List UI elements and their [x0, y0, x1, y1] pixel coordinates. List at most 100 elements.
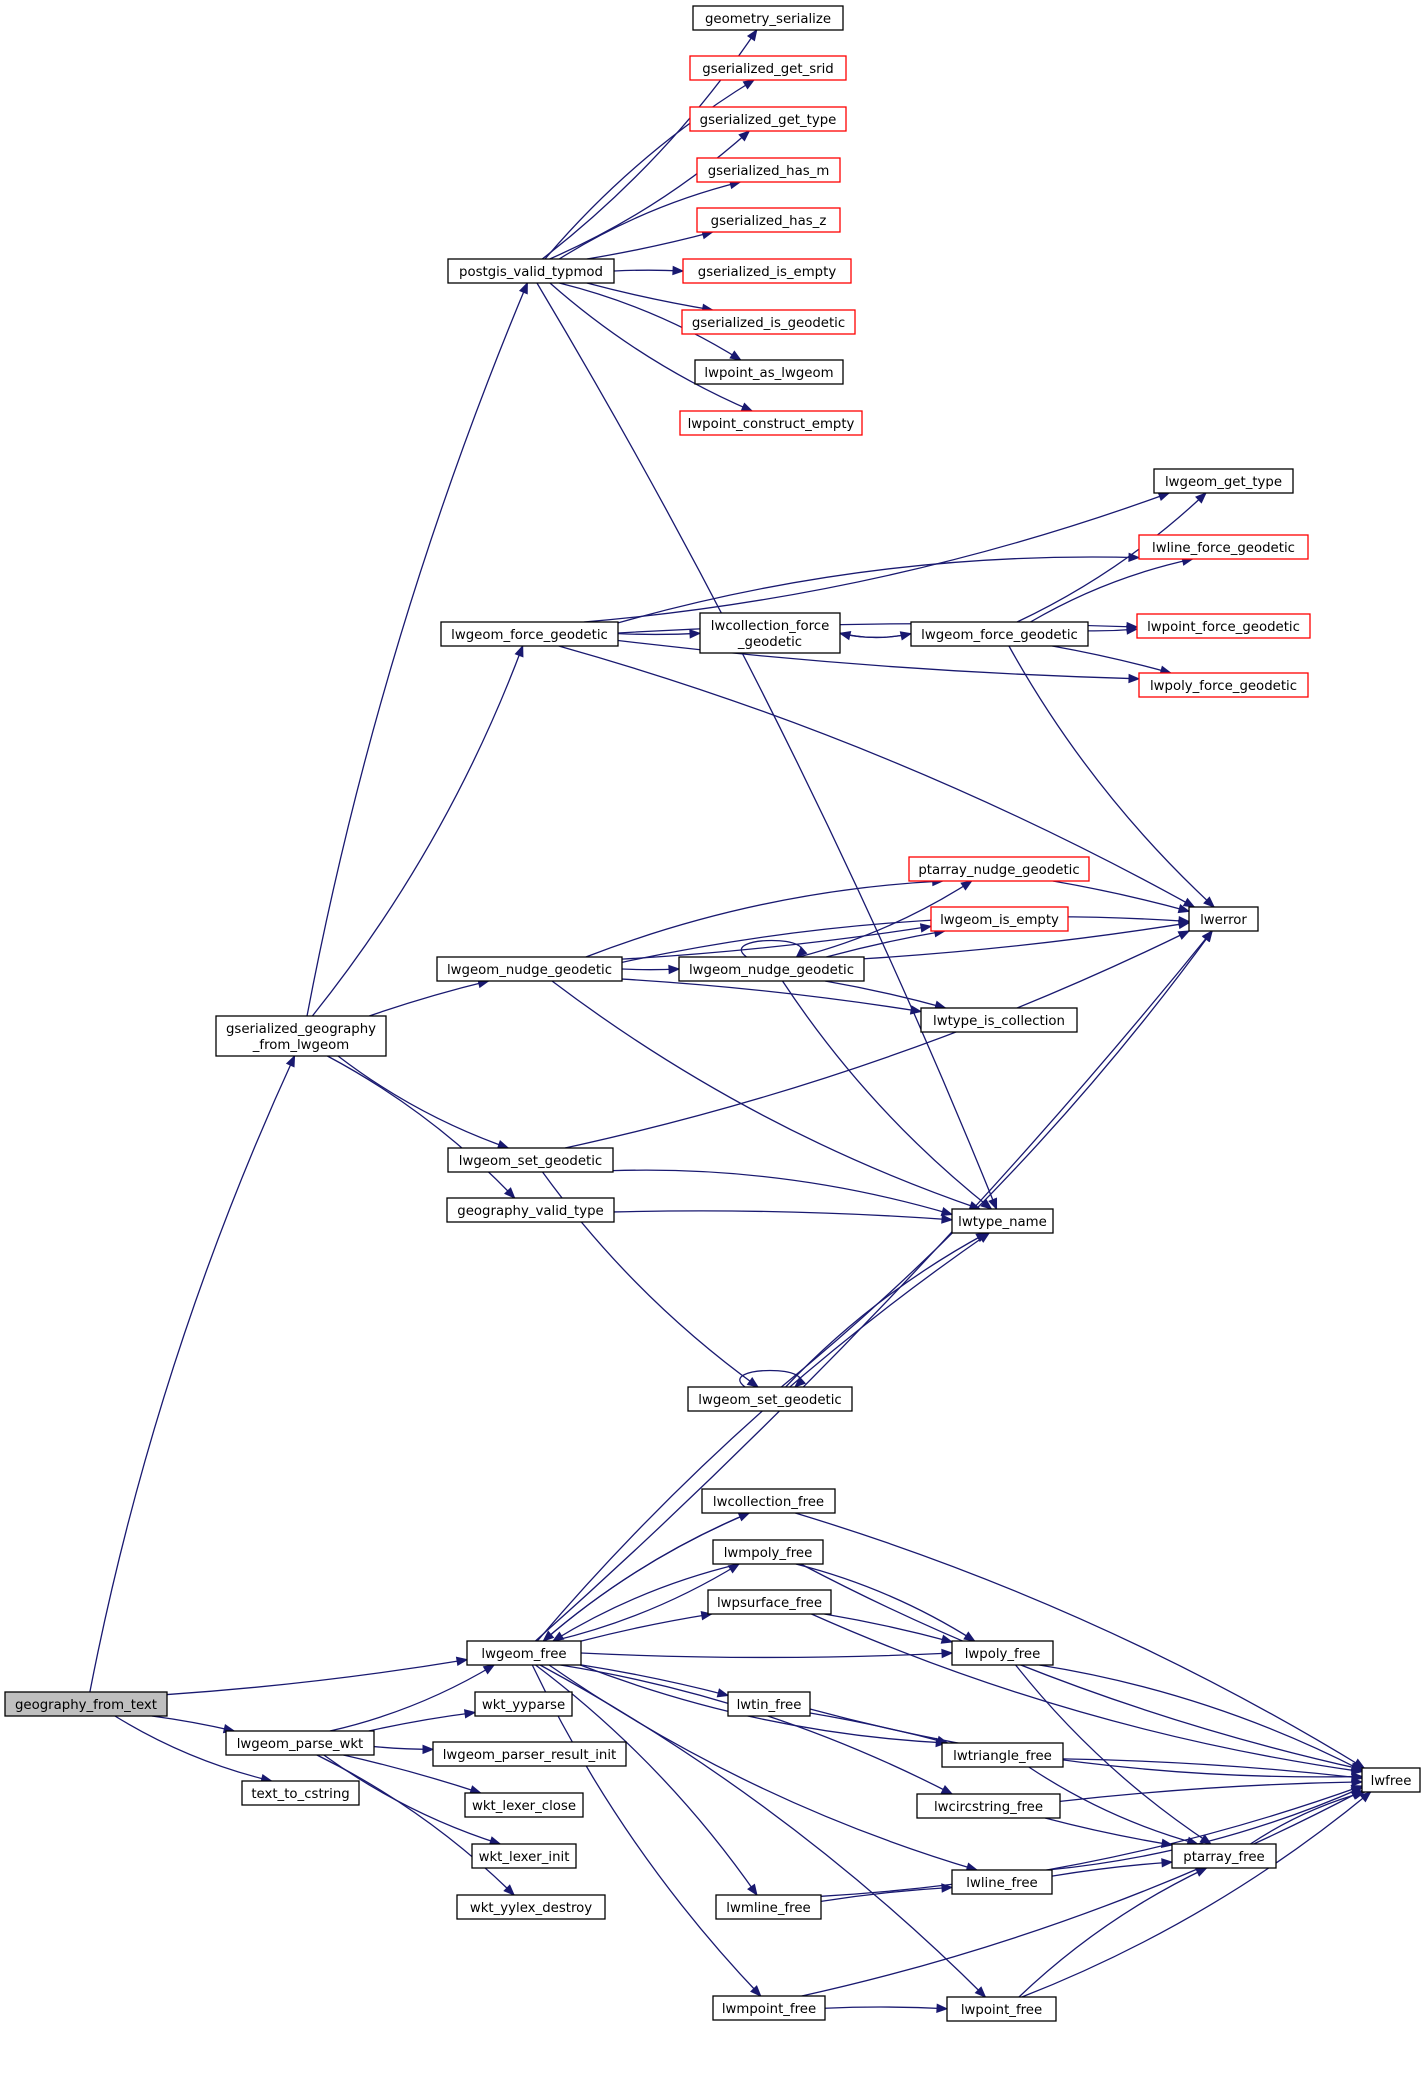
function-node-gserialized-has-z[interactable]: gserialized_has_z	[696, 207, 841, 233]
call-edge-arrowhead	[795, 946, 808, 958]
call-edge-arrowhead	[941, 1648, 954, 1659]
call-edge-arrowhead	[940, 1784, 954, 1795]
function-node-lwcircstring-free[interactable]: lwcircstring_free	[916, 1793, 1061, 1819]
function-node-lwgeom-force-geodetic-a[interactable]: lwgeom_force_geodetic	[440, 621, 619, 647]
function-node-wkt-lexer-init[interactable]: wkt_lexer_init	[471, 1843, 577, 1869]
function-node-wkt-lexer-close[interactable]: wkt_lexer_close	[464, 1792, 584, 1818]
function-node-lwpoint-force-geodetic[interactable]: lwpoint_force_geodetic	[1136, 613, 1311, 639]
function-node-ptarray-nudge-geodetic[interactable]: ptarray_nudge_geodetic	[908, 856, 1090, 882]
function-node-box	[910, 621, 1089, 647]
function-node-box	[692, 5, 844, 31]
function-node-label: lwpoly_force_geodetic	[1150, 679, 1297, 694]
function-node-lwcollection-free[interactable]: lwcollection_free	[701, 1488, 836, 1514]
function-node-box	[474, 1691, 573, 1717]
call-edge-line	[781, 980, 992, 1210]
function-node-wkt-yylex-destroy[interactable]: wkt_yylex_destroy	[456, 1894, 606, 1920]
call-edge-arrowhead	[1177, 930, 1191, 940]
function-node-lwpoint-construct-empty[interactable]: lwpoint_construct_empty	[679, 410, 863, 436]
function-node-lwgeom-nudge-geodetic-b[interactable]: lwgeom_nudge_geodetic	[678, 956, 865, 982]
function-node-lwfree[interactable]: lwfree	[1361, 1767, 1421, 1793]
call-edge-lwgeom_force_geodetic_b-to-lwline_force_geodetic	[1030, 556, 1194, 623]
function-node-lwgeom-parse-wkt[interactable]: lwgeom_parse_wkt	[225, 1730, 375, 1756]
call-edge-arrowhead	[1182, 897, 1196, 908]
call-edge-gserialized_geography_from_lwgeom-to-lwgeom_nudge_geodetic_a	[368, 978, 490, 1017]
function-node-label: postgis_valid_typmod	[459, 265, 603, 280]
call-edge-geography_from_text-to-gserialized_geography_from_lwgeom	[89, 1054, 296, 1693]
call-edge-arrowhead	[750, 1985, 762, 1997]
function-node-label: lwline_force_geodetic	[1152, 541, 1295, 556]
function-node-lwmpoly-free[interactable]: lwmpoly_free	[712, 1539, 824, 1565]
function-node-lwgeom-parser-result-init[interactable]: lwgeom_parser_result_init	[432, 1741, 627, 1767]
function-node-lwgeom-get-type[interactable]: lwgeom_get_type	[1153, 468, 1294, 494]
function-node-label: lwgeom_parser_result_init	[443, 1748, 617, 1763]
function-node-box	[727, 1691, 811, 1717]
function-node-geography-from-text[interactable]: geography_from_text	[4, 1691, 168, 1717]
function-node-box	[951, 1869, 1053, 1895]
function-node-gserialized-is-geodetic[interactable]: gserialized_is_geodetic	[681, 309, 856, 335]
function-node-gserialized-get-type[interactable]: gserialized_get_type	[689, 106, 847, 132]
function-node-lwpoint-as-lwgeom[interactable]: lwpoint_as_lwgeom	[694, 359, 844, 385]
function-node-lwgeom-force-geodetic-b[interactable]: lwgeom_force_geodetic	[910, 621, 1089, 647]
function-node-gserialized-geography-from-lwgeom[interactable]: gserialized_geography_from_lwgeom	[215, 1015, 387, 1057]
function-node-lwpoly-force-geodetic[interactable]: lwpoly_force_geodetic	[1138, 672, 1309, 698]
call-edge-postgis_valid_typmod-to-lwtype_name	[536, 282, 998, 1211]
function-node-lwmline-free[interactable]: lwmline_free	[715, 1894, 822, 1920]
function-node-label: lwpoint_construct_empty	[688, 417, 855, 432]
function-node-lwmpoint-free[interactable]: lwmpoint_free	[712, 1995, 826, 2021]
call-edge-arrowhead	[1201, 929, 1213, 943]
function-node-box	[225, 1730, 375, 1756]
function-node-lwtin-free[interactable]: lwtin_free	[727, 1691, 811, 1717]
function-node-gserialized-get-srid[interactable]: gserialized_get_srid	[689, 55, 847, 81]
function-node-box	[4, 1691, 168, 1717]
call-edge-line	[820, 1886, 953, 1903]
function-node-lwgeom-free[interactable]: lwgeom_free	[466, 1640, 582, 1666]
function-node-lwerror[interactable]: lwerror	[1188, 906, 1259, 932]
call-edge-lwgeom_parse_wkt-to-wkt_lexer_close	[343, 1754, 482, 1795]
function-node-lwpsurface-free[interactable]: lwpsurface_free	[707, 1589, 832, 1615]
call-edge-arrowhead	[909, 1005, 923, 1015]
function-node-label: wkt_lexer_close	[472, 1799, 576, 1814]
function-node-text-to-cstring[interactable]: text_to_cstring	[241, 1780, 360, 1806]
function-node-lwtype-is-collection[interactable]: lwtype_is_collection	[920, 1007, 1078, 1033]
function-node-box	[446, 1197, 615, 1223]
function-node-wkt-yyparse[interactable]: wkt_yyparse	[474, 1691, 573, 1717]
call-edge-arrowhead	[980, 1198, 993, 1210]
function-node-ptarray-free[interactable]: ptarray_free	[1171, 1843, 1277, 1869]
function-node-lwline-force-geodetic[interactable]: lwline_force_geodetic	[1138, 534, 1309, 560]
function-node-geometry-serialize[interactable]: geometry_serialize	[692, 5, 844, 31]
call-edge-lwgeom_force_geodetic_b-to-lwerror	[1008, 645, 1216, 908]
function-node-gserialized-has-m[interactable]: gserialized_has_m	[696, 157, 841, 183]
call-edge-lwgeom_nudge_geodetic_b-to-lwtype_is_collection	[824, 980, 947, 1010]
function-node-lwgeom-set-geodetic-b[interactable]: lwgeom_set_geodetic	[687, 1386, 853, 1412]
call-edge-lwgeom_force_geodetic_a-to-lwerror	[558, 645, 1196, 908]
function-node-label: _from_lwgeom	[252, 1038, 350, 1053]
call-edge-arrowhead	[960, 880, 973, 891]
call-edge-line	[863, 922, 1190, 960]
function-node-lwcollection-force-geodetic[interactable]: lwcollection_force_geodetic	[699, 612, 841, 654]
call-edge-arrowhead	[1203, 896, 1216, 908]
call-edge-arrowhead	[503, 1187, 516, 1199]
function-node-lwpoly-free[interactable]: lwpoly_free	[951, 1640, 1054, 1666]
call-edge-arrowhead	[496, 1140, 510, 1150]
function-node-lwpoint-free[interactable]: lwpoint_free	[946, 1996, 1057, 2022]
call-edge-arrowhead	[668, 964, 681, 975]
function-node-lwtriangle-free[interactable]: lwtriangle_free	[941, 1742, 1064, 1768]
function-node-lwgeom-nudge-geodetic-a[interactable]: lwgeom_nudge_geodetic	[436, 956, 623, 982]
call-edge-arrowhead	[1177, 919, 1191, 930]
function-node-postgis-valid-typmod[interactable]: postgis_valid_typmod	[447, 258, 615, 284]
call-edge-lwmline_free-to-lwline_free	[820, 1883, 954, 1903]
function-node-label: gserialized_has_z	[711, 214, 827, 229]
function-node-geography-valid-type[interactable]: geography_valid_type	[446, 1197, 615, 1223]
function-node-box	[471, 1843, 577, 1869]
call-edge-line	[826, 930, 945, 958]
call-edge-lwgeom_force_geodetic_b-to-lwgeom_get_type	[1016, 492, 1207, 623]
function-node-lwline-free[interactable]: lwline_free	[951, 1869, 1053, 1895]
call-edge-lwcircstring_free-to-ptarray_free	[1044, 1817, 1174, 1848]
function-node-lwgeom-set-geodetic-a[interactable]: lwgeom_set_geodetic	[447, 1147, 614, 1173]
function-node-lwtype-name[interactable]: lwtype_name	[951, 1208, 1054, 1234]
function-node-lwgeom-is-empty[interactable]: lwgeom_is_empty	[930, 906, 1069, 932]
call-edge-gserialized_geography_from_lwgeom-to-postgis_valid_typmod	[306, 281, 528, 1017]
function-node-label: wkt_lexer_init	[479, 1850, 570, 1865]
function-node-gserialized-is-empty[interactable]: gserialized_is_empty	[682, 258, 852, 284]
call-edge-line	[621, 978, 922, 1013]
